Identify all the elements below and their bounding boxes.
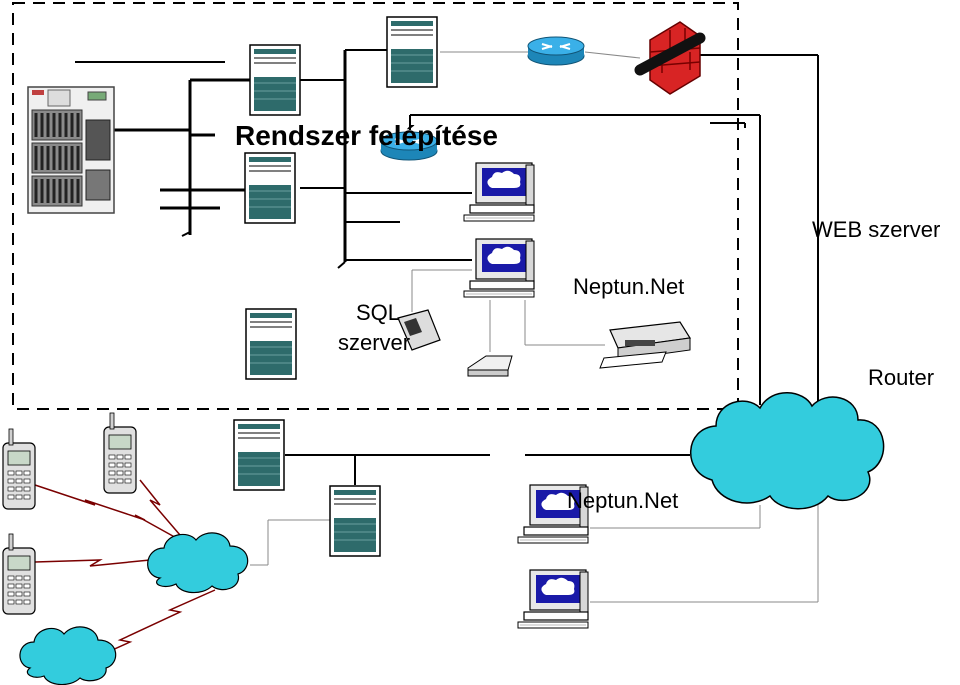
sql-server-label: szerver [338,330,411,355]
cloud-icon [147,532,249,594]
lan-boundary [12,2,739,410]
workstation-icon [463,238,535,298]
server-icon [233,419,285,491]
scanner-icon [397,309,441,351]
modem-icon [467,355,513,377]
web-server-label: WEB szerver [812,217,941,242]
server-icon [329,485,381,557]
server-icon [245,308,297,380]
firewall-icon [634,21,706,95]
router-icon [527,36,585,66]
mobile-phone-icon [103,412,137,494]
neptun-net-label: Neptun.Net [567,488,679,513]
mobile-phone-icon [2,533,36,615]
internet-cloud-icon [689,392,885,510]
mobile-phone-icon [2,428,36,510]
server-icon [249,44,301,116]
sql-server-label: SQL [356,300,401,325]
server-icon [386,16,438,88]
workstation-icon [517,569,589,629]
diagram-title: Rendszer felépítése [235,120,498,151]
router-label: Router [868,365,935,390]
printer-icon [599,321,691,369]
server-icon [244,152,296,224]
cloud-icon [19,626,117,685]
rack-server-icon [27,86,115,214]
workstation-icon [463,162,535,222]
neptun-net-label: Neptun.Net [573,274,685,299]
wireless-links [34,479,216,661]
connection-lines [75,49,819,603]
